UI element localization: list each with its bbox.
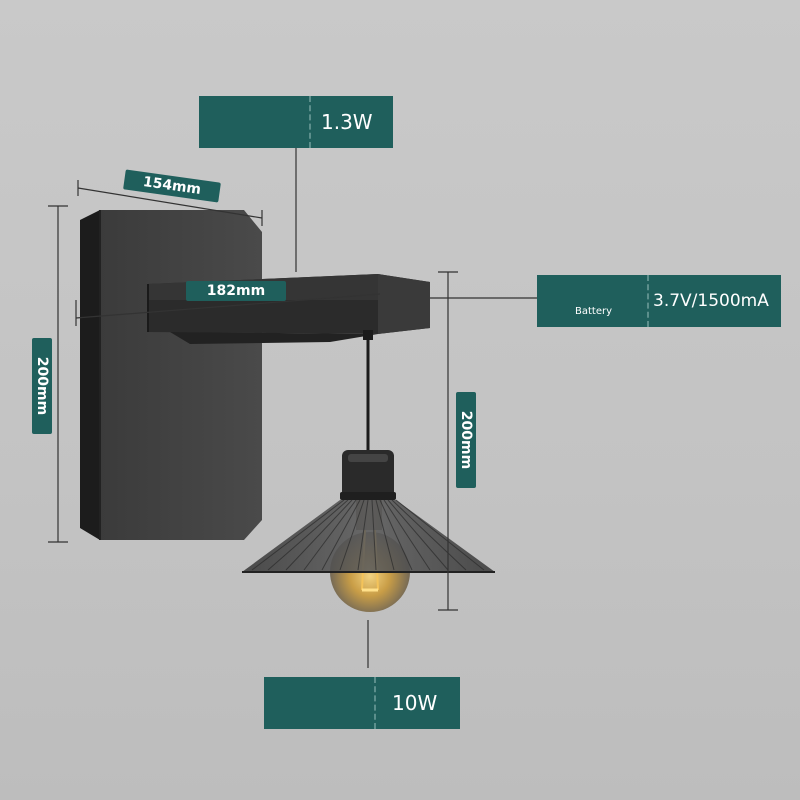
power-tag-top: 1.3W [199, 96, 393, 148]
power-top-value: 1.3W [321, 110, 373, 134]
battery-tag: Battery 3.7V/1500mA [537, 275, 781, 327]
plate-height-label: 200mm [32, 338, 52, 434]
wall-plate [80, 210, 262, 540]
battery-label: Battery [575, 306, 613, 317]
power-bottom-value: 10W [392, 691, 438, 715]
power-tag-bottom: 10W [264, 677, 460, 729]
dimension-lines [48, 148, 538, 668]
lamp-shade [242, 499, 495, 573]
battery-value: 3.7V/1500mA [653, 291, 769, 311]
pendant-height-label: 200mm [456, 392, 476, 488]
bulb-socket [340, 450, 396, 500]
arm-dimension-label: 182mm [186, 281, 286, 301]
